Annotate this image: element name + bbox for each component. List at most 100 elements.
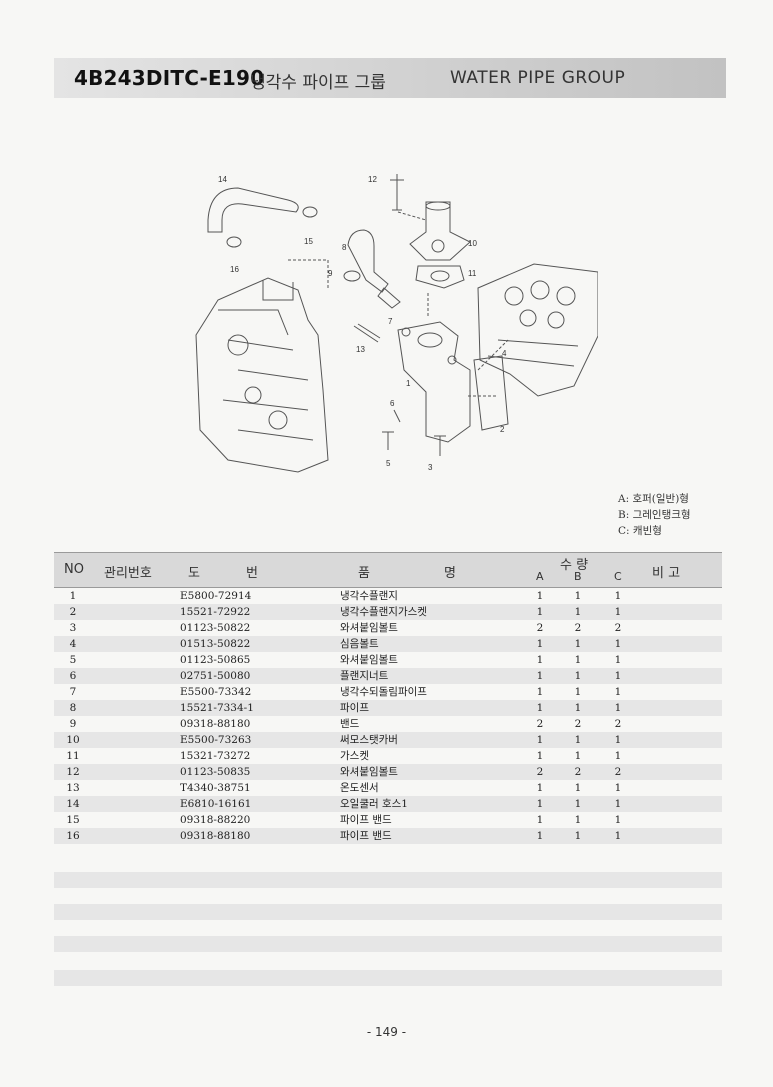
header-quantity: 수 량 bbox=[560, 558, 589, 573]
row-qty-c: 1 bbox=[614, 830, 622, 842]
row-no: 1 bbox=[69, 590, 77, 602]
row-no: 9 bbox=[69, 718, 77, 730]
row-qty-c: 2 bbox=[614, 718, 622, 730]
callout-8: 8 bbox=[342, 243, 347, 252]
header-drawing-2: 번 bbox=[246, 566, 258, 581]
row-drawing-no: 02751-50080 bbox=[180, 670, 251, 682]
row-qty-c: 1 bbox=[614, 734, 622, 746]
row-qty-b: 1 bbox=[574, 798, 582, 810]
row-no: 16 bbox=[66, 830, 80, 842]
callout-6: 6 bbox=[390, 399, 395, 408]
header-name-2: 명 bbox=[444, 566, 456, 581]
row-drawing-no: 01513-50822 bbox=[180, 638, 251, 650]
header-no: NO bbox=[64, 562, 84, 577]
row-qty-a: 2 bbox=[536, 622, 544, 634]
row-no: 15 bbox=[66, 814, 80, 826]
header-remark: 비 고 bbox=[652, 566, 681, 581]
row-no: 14 bbox=[66, 798, 80, 810]
callout-12: 12 bbox=[368, 175, 377, 184]
row-qty-b: 2 bbox=[574, 622, 582, 634]
header-qty-a: A bbox=[536, 570, 544, 583]
row-part-name: 파이프 bbox=[340, 702, 369, 714]
callout-2: 2 bbox=[500, 425, 505, 434]
row-part-name: 와셔붙임볼트 bbox=[340, 654, 398, 666]
row-drawing-no: E5500-73342 bbox=[180, 686, 252, 698]
callout-11: 11 bbox=[468, 269, 477, 278]
row-drawing-no: 01123-50865 bbox=[180, 654, 251, 666]
row-qty-a: 1 bbox=[536, 670, 544, 682]
callout-5: 5 bbox=[386, 459, 391, 468]
empty-row-band bbox=[54, 904, 722, 920]
row-qty-a: 1 bbox=[536, 606, 544, 618]
row-no: 10 bbox=[66, 734, 80, 746]
legend-item-a: A: 호퍼(일반)형 bbox=[618, 493, 689, 505]
callout-9: 9 bbox=[328, 269, 333, 278]
row-qty-b: 1 bbox=[574, 590, 582, 602]
callout-10: 10 bbox=[468, 239, 477, 248]
row-drawing-no: 09318-88180 bbox=[180, 718, 251, 730]
row-qty-a: 1 bbox=[536, 590, 544, 602]
row-no: 7 bbox=[69, 686, 77, 698]
row-no: 13 bbox=[66, 782, 80, 794]
row-qty-c: 1 bbox=[614, 686, 622, 698]
row-no: 6 bbox=[69, 670, 77, 682]
row-qty-b: 1 bbox=[574, 670, 582, 682]
page-header: 4B243DITC-E190 냉각수 파이프 그룹 WATER PIPE GRO… bbox=[54, 58, 726, 98]
row-qty-a: 1 bbox=[536, 798, 544, 810]
row-qty-c: 1 bbox=[614, 702, 622, 714]
row-part-name: 와셔붙임볼트 bbox=[340, 622, 398, 634]
callout-14: 14 bbox=[218, 175, 227, 184]
row-qty-a: 1 bbox=[536, 782, 544, 794]
parts-table-header: NO 관리번호 도 번 품 명 수 량 A B C 비 고 bbox=[54, 552, 722, 588]
thermostat-gasket bbox=[415, 265, 465, 289]
exploded-parts-diagram: 14 15 16 12 8 9 7 10 11 13 1 4 2 6 5 3 bbox=[195, 174, 598, 473]
callout-15: 15 bbox=[304, 237, 313, 246]
callout-7: 7 bbox=[388, 317, 393, 326]
empty-row-band bbox=[54, 936, 722, 952]
row-no: 4 bbox=[69, 638, 77, 650]
row-qty-b: 1 bbox=[574, 814, 582, 826]
row-qty-c: 2 bbox=[614, 766, 622, 778]
row-qty-a: 1 bbox=[536, 734, 544, 746]
oil-cooler-hose bbox=[207, 187, 299, 233]
row-drawing-no: E6810-16161 bbox=[180, 798, 252, 810]
row-qty-a: 1 bbox=[536, 638, 544, 650]
row-qty-a: 1 bbox=[536, 686, 544, 698]
row-qty-c: 1 bbox=[614, 606, 622, 618]
row-part-name: 써모스탯카버 bbox=[340, 734, 398, 746]
row-qty-b: 1 bbox=[574, 654, 582, 666]
row-qty-c: 1 bbox=[614, 654, 622, 666]
row-drawing-no: 09318-88220 bbox=[180, 814, 251, 826]
header-qty-c: C bbox=[614, 570, 622, 583]
row-qty-b: 2 bbox=[574, 766, 582, 778]
callout-13: 13 bbox=[356, 345, 365, 354]
row-no: 2 bbox=[69, 606, 77, 618]
row-qty-c: 1 bbox=[614, 750, 622, 762]
empty-row-band bbox=[54, 872, 722, 888]
row-qty-a: 2 bbox=[536, 766, 544, 778]
row-qty-b: 1 bbox=[574, 606, 582, 618]
row-qty-b: 1 bbox=[574, 702, 582, 714]
row-part-name: 냉각수플랜지가스켓 bbox=[340, 606, 427, 618]
row-drawing-no: 01123-50822 bbox=[180, 622, 251, 634]
row-drawing-no: 09318-88180 bbox=[180, 830, 251, 842]
row-qty-c: 2 bbox=[614, 622, 622, 634]
row-part-name: 냉각수되돌림파이프 bbox=[340, 686, 427, 698]
row-no: 11 bbox=[66, 750, 80, 762]
row-qty-c: 1 bbox=[614, 782, 622, 794]
row-qty-a: 1 bbox=[536, 830, 544, 842]
row-no: 12 bbox=[66, 766, 80, 778]
callout-3: 3 bbox=[428, 463, 433, 472]
page-number: - 149 - bbox=[366, 1025, 407, 1039]
row-part-name: 냉각수플랜지 bbox=[340, 590, 398, 602]
row-drawing-no: 01123-50835 bbox=[180, 766, 251, 778]
